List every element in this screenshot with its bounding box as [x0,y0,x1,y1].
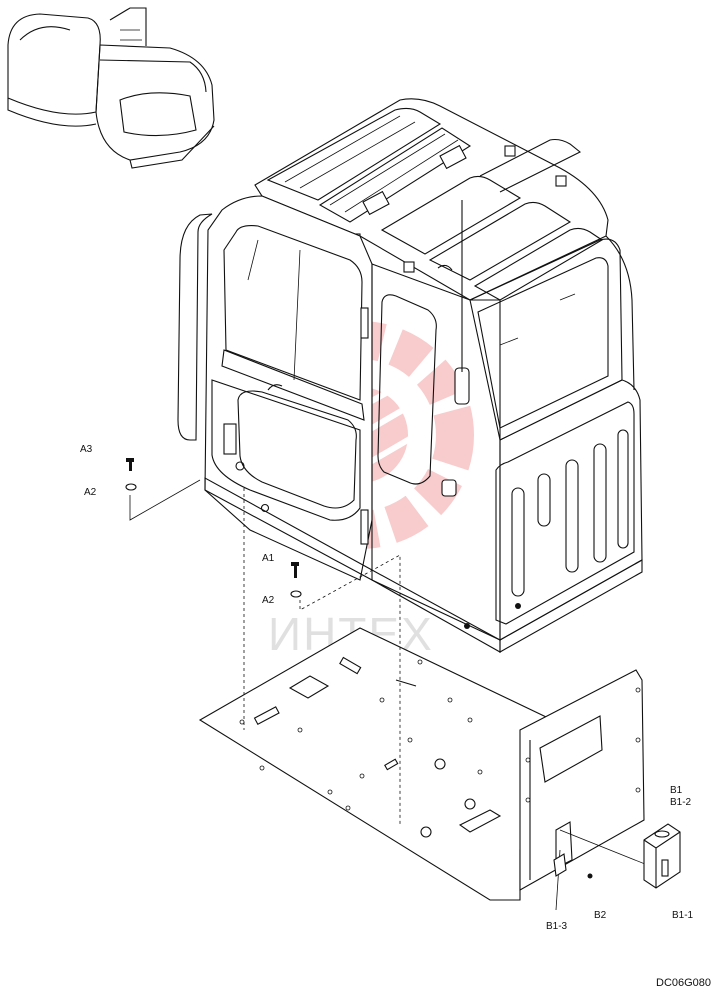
label-a1: A1 [262,553,275,564]
label-b1: B1 [670,785,683,796]
label-b1-1: B1-1 [672,910,694,921]
label-b1-3: B1-3 [546,921,568,932]
washer-a2-upper [125,483,137,491]
drawing-code: DC06G080 [656,977,711,989]
label-b2: B2 [594,910,607,921]
label-a2-upper: A2 [84,487,97,498]
operator-cab [177,98,643,653]
label-a3: A3 [80,444,93,455]
washer-tank-b1 [643,823,681,889]
label-b1-2: B1-2 [670,797,692,808]
washer-a2-lower [290,590,302,598]
bolt-a1 [291,562,299,578]
cab-floor-plate [198,627,645,901]
bolt-a3 [126,458,134,471]
label-a2-lower: A2 [262,595,275,606]
bracket-b1-3 [553,853,567,877]
seat-location-thumbnail [7,7,215,169]
